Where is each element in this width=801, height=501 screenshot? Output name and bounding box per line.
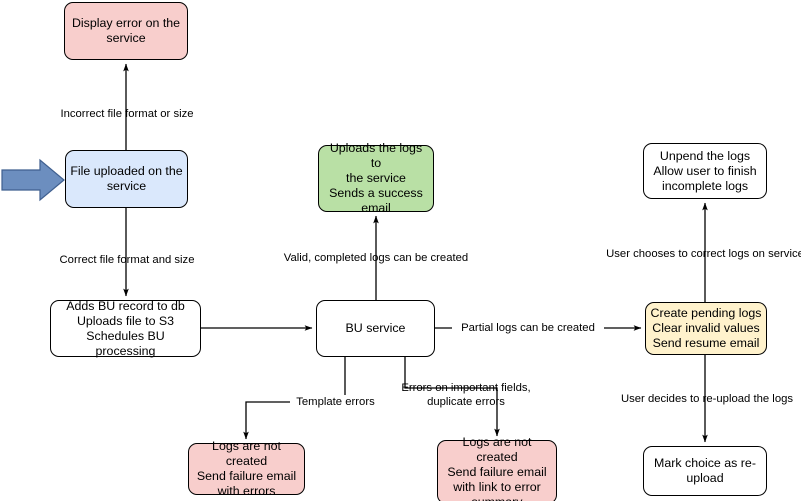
edge-label-valid-completed-logs: Valid, completed logs can be created bbox=[283, 252, 469, 264]
node-create-pending-logs[interactable]: Create pending logs Clear invalid values… bbox=[645, 302, 767, 355]
node-logs-not-created-with-errors[interactable]: Logs are not created Send failure email … bbox=[188, 439, 305, 498]
node-mark-choice-as-reupload[interactable]: Mark choice as re- upload bbox=[643, 446, 767, 496]
edge-label-incorrect-file-format: Incorrect file format or size bbox=[60, 108, 194, 120]
edge-label-user-chooses-to-correct: User chooses to correct logs on service bbox=[606, 248, 801, 260]
edge-label-user-decides-to-reupload: User decides to re-upload the logs bbox=[620, 393, 794, 405]
edge-label-template-errors: Template errors bbox=[290, 395, 381, 409]
edge-label-correct-file-format: Correct file format and size bbox=[59, 254, 195, 266]
edge-buservice-to-logsnotcreated-summary bbox=[404, 357, 500, 437]
entry-arrow-icon bbox=[1, 158, 65, 202]
node-uploads-the-logs[interactable]: Uploads the logs to the service Sends a … bbox=[318, 141, 434, 215]
node-adds-bu-record[interactable]: Adds BU record to db Uploads file to S3 … bbox=[50, 299, 201, 358]
node-logs-not-created-error-summary[interactable]: Logs are not created Send failure email … bbox=[437, 435, 557, 501]
node-file-uploaded-on-the-service[interactable]: File uploaded on the service bbox=[65, 150, 188, 208]
node-unpend-the-logs[interactable]: Unpend the logs Allow user to finish inc… bbox=[643, 143, 767, 199]
edge-label-errors-on-important-fields: Errors on important fields, duplicate er… bbox=[401, 382, 531, 408]
node-display-error[interactable]: Display error on the service bbox=[64, 2, 188, 60]
node-bu-service[interactable]: BU service bbox=[316, 300, 435, 357]
edge-label-partial-logs: Partial logs can be created bbox=[452, 321, 604, 335]
